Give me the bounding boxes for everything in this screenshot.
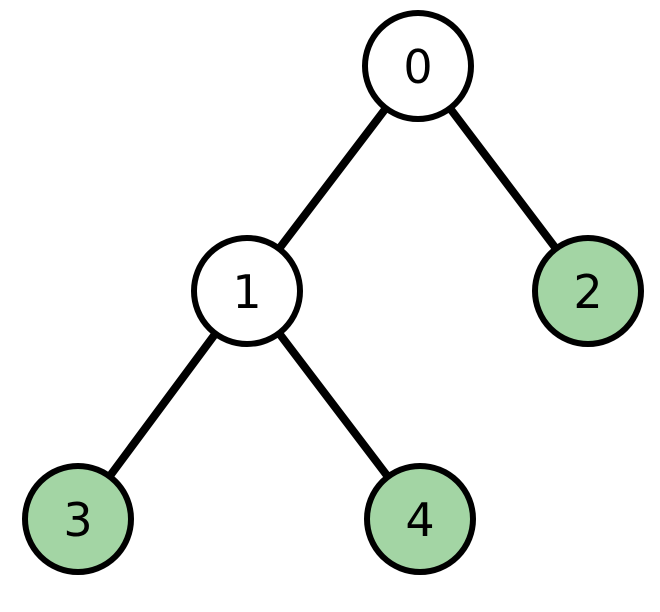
node-layer: 0 1 2 3 4 [22,10,644,575]
node-circle-1[interactable] [191,235,303,347]
graph-node-3[interactable]: 3 [22,463,134,575]
node-circle-2[interactable] [532,235,644,347]
graph-node-4[interactable]: 4 [364,463,476,575]
node-circle-4[interactable] [364,463,476,575]
node-circle-3[interactable] [22,463,134,575]
edge-layer [74,62,592,523]
graph-node-0[interactable]: 0 [362,10,474,122]
graph-node-2[interactable]: 2 [532,235,644,347]
node-circle-0[interactable] [362,10,474,122]
graph-node-1[interactable]: 1 [191,235,303,347]
